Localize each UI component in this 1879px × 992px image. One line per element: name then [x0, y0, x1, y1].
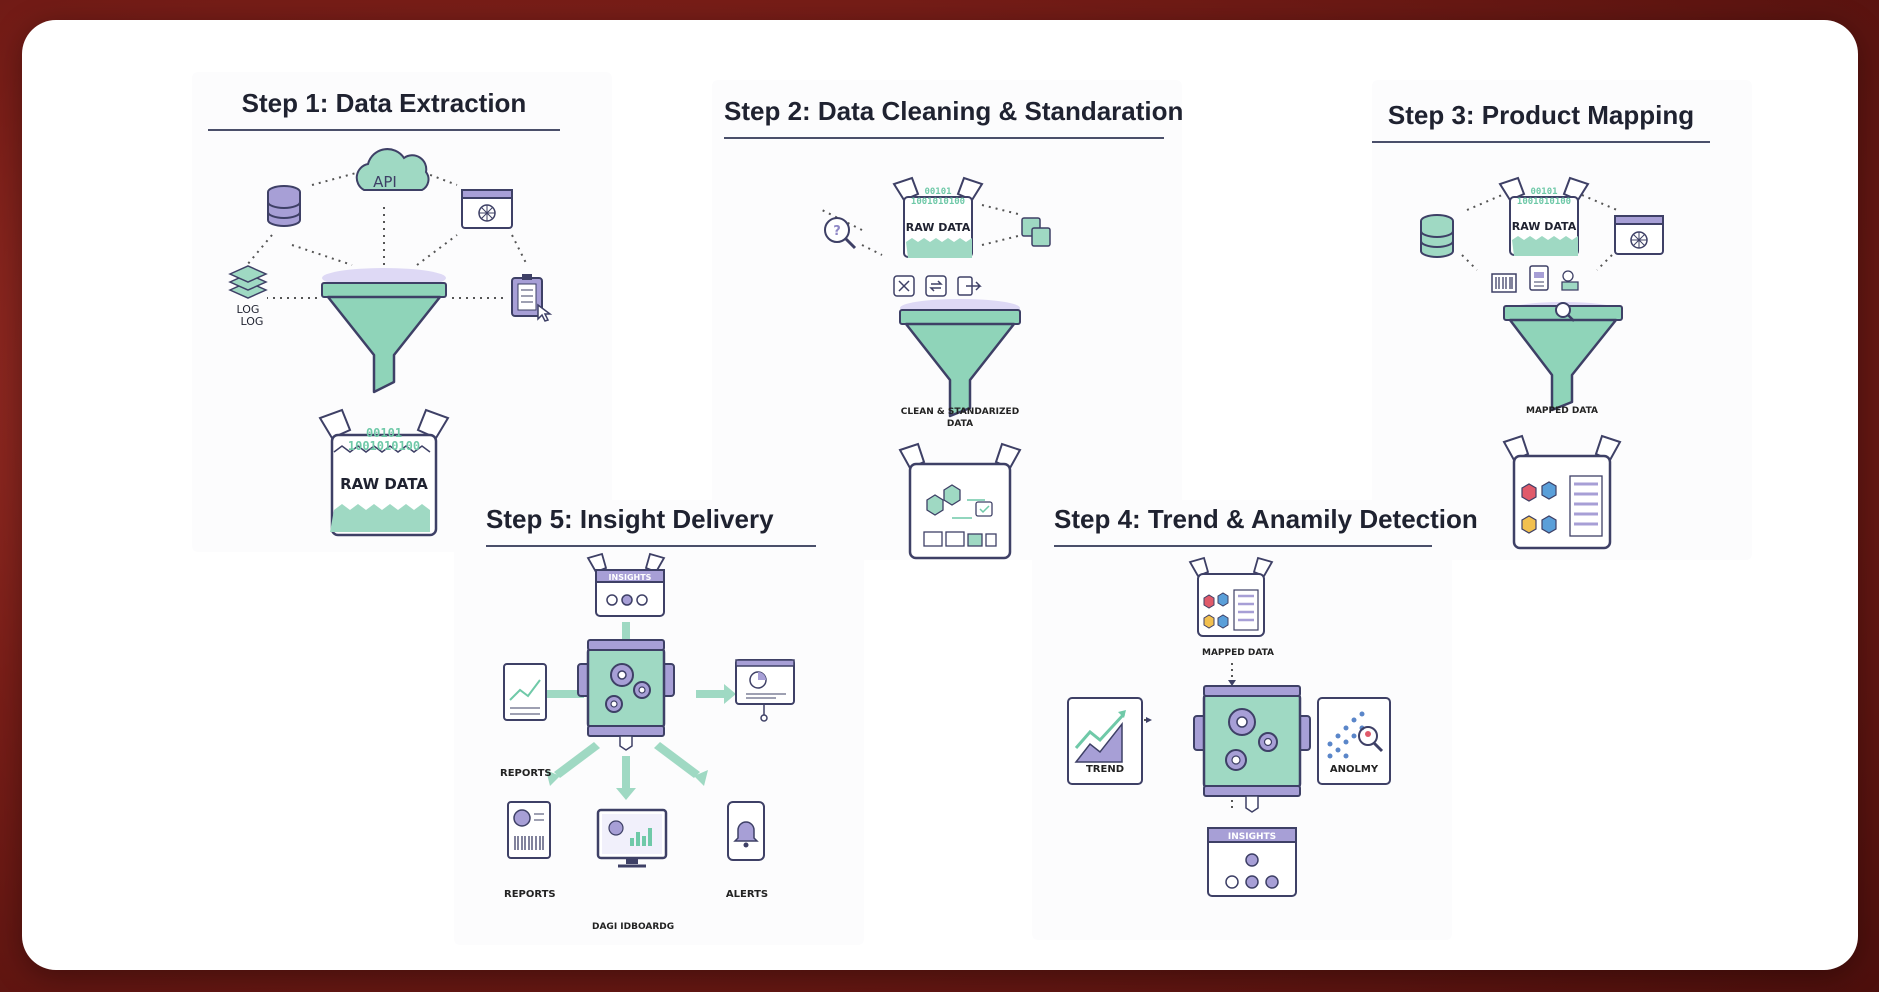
- step2-diagram: 00101 1001010100 RAW DATA ?: [821, 176, 1051, 560]
- step5-title: Step 5: Insight Delivery: [486, 504, 816, 547]
- database-icon: [1420, 214, 1454, 258]
- trend-label: TREND: [1085, 764, 1125, 775]
- step4-title: Step 4: Trend & Anamily Detection: [1054, 504, 1478, 547]
- trend-chart-box: [1067, 697, 1143, 785]
- reports-label-2: REPORTS: [504, 889, 556, 900]
- web-crawler-icon: [1614, 215, 1664, 255]
- reports-label-1: REPORTS: [500, 768, 552, 779]
- mapped-data-label-step4: MAPPED DATA: [1202, 648, 1275, 658]
- search-question-icon: ?: [824, 217, 857, 250]
- processor-machine: [1193, 685, 1311, 813]
- clipboard-icon: [511, 274, 553, 322]
- remove-icon: [893, 275, 915, 297]
- funnel-icon: [321, 268, 447, 394]
- log-stack-icon: [228, 265, 268, 299]
- alerts-phone-icon: [727, 801, 765, 861]
- report-barcode-icon: [507, 801, 551, 859]
- svg-text:RAW DATA: RAW DATA: [1512, 220, 1577, 233]
- cloud-icon: [355, 148, 430, 191]
- svg-text:?: ?: [833, 224, 841, 239]
- web-crawler-icon: [461, 189, 513, 229]
- insights-box: [1207, 827, 1297, 897]
- document-icon: [1529, 265, 1549, 291]
- diagram-card: Step 1: Data Extraction: [22, 20, 1858, 970]
- svg-text:LOG: LOG: [237, 303, 260, 316]
- step3-title: Step 3: Product Mapping: [1372, 100, 1710, 143]
- svg-text:LOG: LOG: [241, 315, 264, 328]
- dashboards-label: DAGI IDBOARDG: [592, 922, 675, 932]
- step3-diagram: 00101 1001010100 RAW DATA: [1420, 176, 1664, 550]
- funnel-icon: [1503, 302, 1623, 412]
- svg-text:1001010100: 1001010100: [348, 439, 420, 453]
- duplicate-squares-icon: [1021, 217, 1051, 247]
- step2-title: Step 2: Data Cleaning & Standaration: [724, 96, 1183, 139]
- mapped-data-box: [1188, 556, 1274, 637]
- dashboard-monitor-icon: [596, 808, 668, 868]
- barcode-icon: [1491, 273, 1517, 293]
- clean-data-label: CLEAN & STANDARIZED DATA: [900, 407, 1020, 429]
- svg-text:INSIGHTS: INSIGHTS: [1228, 832, 1276, 842]
- svg-text:INSIGHTS: INSIGHTS: [609, 573, 652, 582]
- step1-diagram: LOG LOG 00101 1001010100 RAW DATA: [228, 148, 553, 537]
- svg-text:00101: 00101: [366, 426, 402, 440]
- raw-data-box: [892, 176, 984, 258]
- raw-data-box: [318, 408, 450, 537]
- svg-text:RAW DATA: RAW DATA: [906, 221, 971, 234]
- mapped-data-label: MAPPED DATA: [1525, 406, 1598, 416]
- svg-text:00101: 00101: [1530, 187, 1557, 197]
- raw-data-box: [1498, 176, 1590, 256]
- database-icon: [267, 185, 301, 227]
- step1-title: Step 1: Data Extraction: [208, 88, 560, 131]
- step4-diagram: INSIGHTS: [1067, 556, 1391, 897]
- funnel-icon: [899, 299, 1021, 418]
- report-chart-icon: [503, 663, 547, 721]
- monitor-pie-icon: [735, 659, 795, 722]
- clean-data-box: [898, 442, 1022, 560]
- api-label: API: [373, 173, 397, 191]
- svg-text:00101: 00101: [924, 187, 951, 197]
- svg-text:1001010100: 1001010100: [1517, 197, 1571, 207]
- svg-text:RAW DATA: RAW DATA: [340, 475, 428, 493]
- processor-machine: [577, 639, 675, 751]
- mapped-data-box: [1502, 434, 1622, 550]
- anomaly-scatter-box: [1317, 697, 1391, 785]
- transform-icon: [925, 275, 947, 297]
- anomaly-label: ANOLMY: [1329, 764, 1379, 775]
- alerts-label: ALERTS: [725, 889, 769, 900]
- product-tag-icon: [1561, 270, 1579, 291]
- export-icon: [957, 276, 982, 296]
- insights-box: [586, 552, 666, 617]
- svg-text:1001010100: 1001010100: [911, 197, 965, 207]
- step5-diagram: INSIGHTS: [503, 552, 795, 868]
